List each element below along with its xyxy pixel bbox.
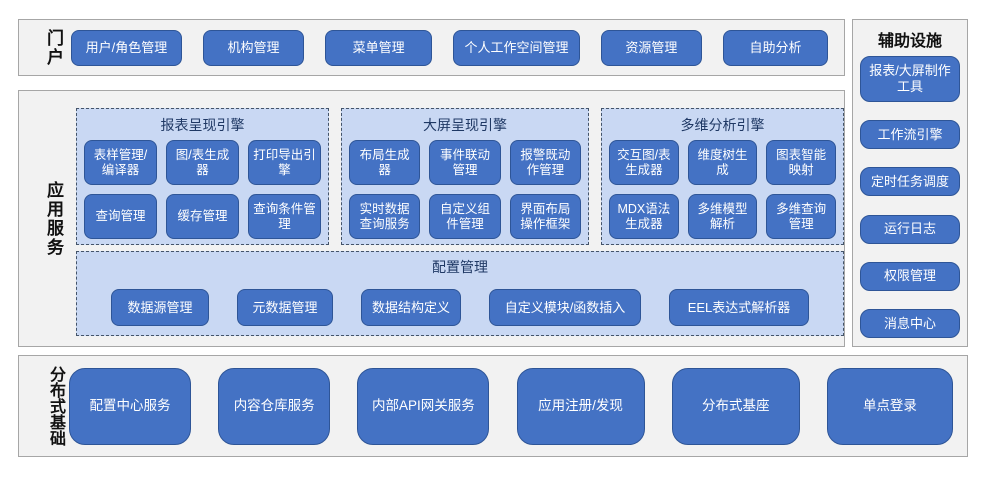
engine-button-style-compiler[interactable]: 表样管理/编译器 bbox=[84, 140, 157, 185]
aux-button-task-scheduler[interactable]: 定时任务调度 bbox=[860, 167, 960, 197]
engine-button-ui-layout-framework[interactable]: 界面布局操作框架 bbox=[509, 194, 581, 239]
portal-button-row: 用户/角色管理 机构管理 菜单管理 个人工作空间管理 资源管理 自助分析 bbox=[71, 29, 828, 66]
engine-button-alarm-action-mgmt[interactable]: 报警既动作管理 bbox=[509, 140, 581, 185]
dist-button-internal-api-gateway[interactable]: 内部API网关服务 bbox=[357, 367, 490, 445]
engine-button-custom-component[interactable]: 自定义组件管理 bbox=[429, 194, 501, 239]
aux-button-workflow-engine[interactable]: 工作流引擎 bbox=[860, 120, 960, 150]
config-button-data-structure-def[interactable]: 数据结构定义 bbox=[361, 289, 461, 326]
distributed-button-row: 配置中心服务 内容仓库服务 内部API网关服务 应用注册/发现 分布式基座 单点… bbox=[69, 356, 953, 456]
aux-button-message-center[interactable]: 消息中心 bbox=[860, 308, 960, 338]
engine-button-chart-smart-mapping[interactable]: 图表智能映射 bbox=[766, 140, 836, 185]
auxiliary-section-title: 辅助设施 bbox=[877, 33, 942, 50]
config-button-datasource-mgmt[interactable]: 数据源管理 bbox=[111, 289, 209, 326]
app-services-section-label: 应用服务 bbox=[44, 180, 63, 257]
engine-button-multidim-query-mgmt[interactable]: 多维查询管理 bbox=[766, 194, 836, 239]
distributed-section: 分布式基础 配置中心服务 内容仓库服务 内部API网关服务 应用注册/发现 分布… bbox=[18, 355, 968, 457]
engine-button-interactive-chart-generator[interactable]: 交互图/表生成器 bbox=[609, 140, 679, 185]
dist-button-app-register-discovery[interactable]: 应用注册/发现 bbox=[516, 367, 645, 445]
olap-engine-title: 多维分析引擎 bbox=[680, 117, 765, 133]
engine-button-query-mgmt[interactable]: 查询管理 bbox=[84, 194, 157, 239]
portal-section: 门户 用户/角色管理 机构管理 菜单管理 个人工作空间管理 资源管理 自助分析 bbox=[18, 19, 845, 76]
engine-button-mdx-generator[interactable]: MDX语法生成器 bbox=[609, 194, 679, 239]
bigscreen-engine-group: 大屏呈现引擎 布局生成器 事件联动管理 报警既动作管理 实时数据查询服务 自定义… bbox=[341, 108, 589, 245]
config-mgmt-group: 配置管理 数据源管理 元数据管理 数据结构定义 自定义模块/函数插入 EEL表达… bbox=[76, 251, 844, 336]
engine-button-multidim-model-parser[interactable]: 多维模型解析 bbox=[687, 194, 758, 239]
engine-button-event-linkage[interactable]: 事件联动管理 bbox=[429, 140, 501, 185]
config-button-metadata-mgmt[interactable]: 元数据管理 bbox=[237, 289, 333, 326]
engine-button-chart-table-generator[interactable]: 图/表生成器 bbox=[166, 140, 239, 185]
engine-button-cache-mgmt[interactable]: 缓存管理 bbox=[166, 194, 239, 239]
report-engine-grid: 表样管理/编译器 图/表生成器 打印导出引擎 查询管理 缓存管理 查询条件管理 bbox=[84, 140, 321, 239]
portal-button-resource-mgmt[interactable]: 资源管理 bbox=[600, 29, 702, 66]
dist-button-content-repo[interactable]: 内容仓库服务 bbox=[218, 367, 331, 445]
portal-button-user-role-mgmt[interactable]: 用户/角色管理 bbox=[71, 29, 182, 66]
report-engine-group: 报表呈现引擎 表样管理/编译器 图/表生成器 打印导出引擎 查询管理 缓存管理 … bbox=[76, 108, 329, 245]
engine-button-realtime-query[interactable]: 实时数据查询服务 bbox=[349, 194, 421, 239]
distributed-section-label: 分布式基础 bbox=[47, 366, 64, 446]
engine-button-query-condition-mgmt[interactable]: 查询条件管理 bbox=[248, 194, 321, 239]
portal-section-label: 门户 bbox=[44, 28, 63, 67]
olap-engine-group: 多维分析引擎 交互图/表生成器 维度树生成 图表智能映射 MDX语法生成器 多维… bbox=[601, 108, 844, 245]
report-engine-title: 报表呈现引擎 bbox=[160, 117, 245, 133]
portal-button-workspace-mgmt[interactable]: 个人工作空间管理 bbox=[453, 29, 580, 66]
engine-button-dimension-tree[interactable]: 维度树生成 bbox=[687, 140, 758, 185]
app-services-section: 应用服务 报表呈现引擎 表样管理/编译器 图/表生成器 打印导出引擎 查询管理 … bbox=[18, 90, 845, 347]
dist-button-config-center[interactable]: 配置中心服务 bbox=[69, 367, 191, 445]
config-button-eel-parser[interactable]: EEL表达式解析器 bbox=[669, 289, 809, 326]
aux-button-run-logs[interactable]: 运行日志 bbox=[860, 214, 960, 244]
bigscreen-engine-grid: 布局生成器 事件联动管理 报警既动作管理 实时数据查询服务 自定义组件管理 界面… bbox=[349, 140, 581, 239]
portal-button-menu-mgmt[interactable]: 菜单管理 bbox=[325, 29, 433, 66]
config-button-custom-module-function[interactable]: 自定义模块/函数插入 bbox=[489, 289, 641, 326]
engine-button-print-export[interactable]: 打印导出引擎 bbox=[248, 140, 321, 185]
olap-engine-grid: 交互图/表生成器 维度树生成 图表智能映射 MDX语法生成器 多维模型解析 多维… bbox=[609, 140, 836, 239]
portal-button-org-mgmt[interactable]: 机构管理 bbox=[202, 29, 305, 66]
aux-button-permission-mgmt[interactable]: 权限管理 bbox=[860, 261, 960, 291]
bigscreen-engine-title: 大屏呈现引擎 bbox=[423, 117, 507, 133]
config-mgmt-row: 数据源管理 元数据管理 数据结构定义 自定义模块/函数插入 EEL表达式解析器 bbox=[87, 289, 833, 326]
dist-button-distributed-base[interactable]: 分布式基座 bbox=[671, 367, 800, 445]
config-mgmt-title: 配置管理 bbox=[432, 259, 488, 275]
auxiliary-section: 辅助设施 报表/大屏制作工具 工作流引擎 定时任务调度 运行日志 权限管理 消息… bbox=[852, 19, 968, 347]
engine-button-layout-generator[interactable]: 布局生成器 bbox=[349, 140, 421, 185]
portal-button-self-analysis[interactable]: 自助分析 bbox=[722, 29, 828, 66]
dist-button-sso[interactable]: 单点登录 bbox=[826, 367, 953, 445]
auxiliary-button-column: 报表/大屏制作工具 工作流引擎 定时任务调度 运行日志 权限管理 消息中心 bbox=[860, 56, 960, 338]
aux-button-report-screen-tool[interactable]: 报表/大屏制作工具 bbox=[860, 56, 960, 102]
